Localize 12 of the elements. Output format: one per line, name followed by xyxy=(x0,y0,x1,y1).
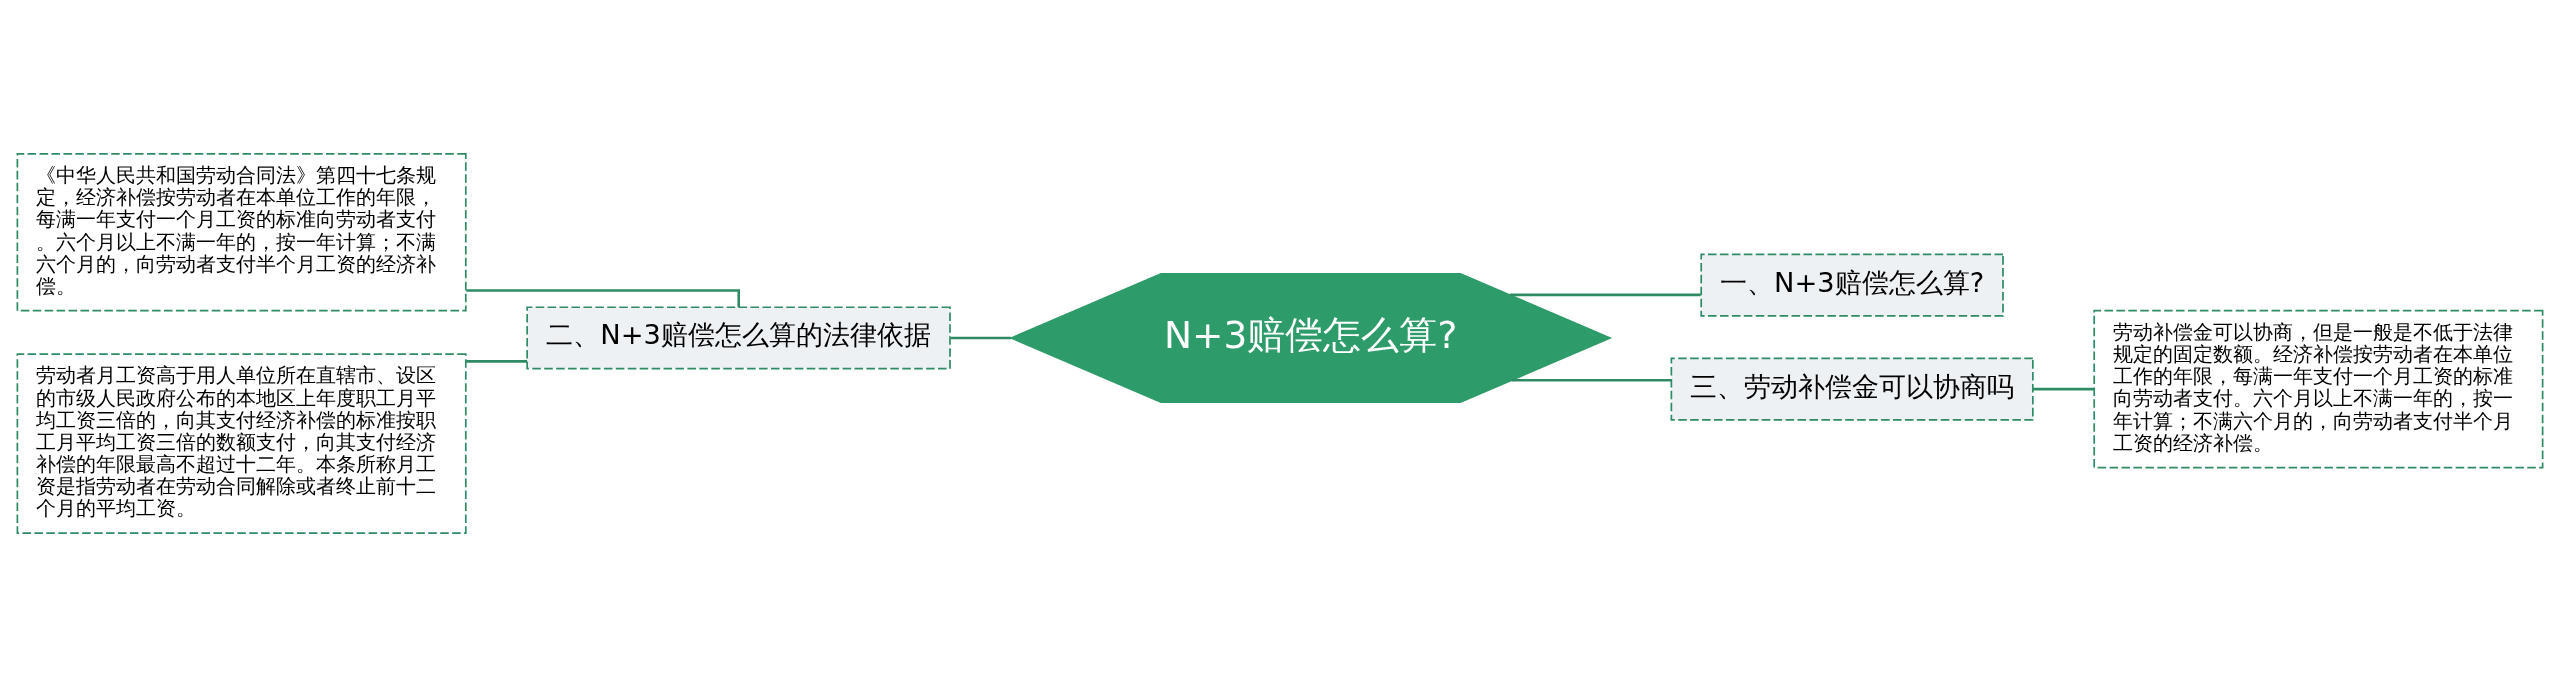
node-box: 劳动者月工资高于用人单位所在直辖市、设区的市级人民政府公布的本地区上年度职工月平均工资三倍的，向其支付经济补偿的标准按职工月平均工资三倍的数额支付，向其支付经济补偿的年限最高不超过十二年。本条所称月工资是指劳动者在劳动合同解除或者终止前十二个月的平均工资。 xyxy=(16,352,467,534)
connector xyxy=(1510,293,1701,296)
node-box: 二、N+3赔偿怎么算的法律依据 xyxy=(526,305,951,369)
node-box: 劳动补偿金可以协商，但是一般是不低于法律规定的固定数额。经济补偿按劳动者在本单位工作的年限，每满一年支付一个月工资的标准向劳动者支付。六个月以上不满一年的，按一年计算；不满六个月的，向劳动者支付半个月工资的经济补偿。 xyxy=(2093,309,2544,468)
connector xyxy=(950,336,1012,339)
connector xyxy=(466,288,740,307)
node-box: 一、N+3赔偿怎么算? xyxy=(1700,253,2004,317)
node-box: 《中华人民共和国劳动合同法》第四十七条规定，经济补偿按劳动者在本单位工作的年限，每满一年支付一个月工资的标准向劳动者支付。六个月以上不满一年的，按一年计算；不满六个月的，向劳动者支付半个月工资的经济补偿。 xyxy=(16,152,467,312)
connector xyxy=(466,359,528,363)
connector xyxy=(2033,387,2094,390)
node-box: 三、劳动补偿金可以协商吗 xyxy=(1670,357,2034,421)
connector xyxy=(1511,378,1672,381)
